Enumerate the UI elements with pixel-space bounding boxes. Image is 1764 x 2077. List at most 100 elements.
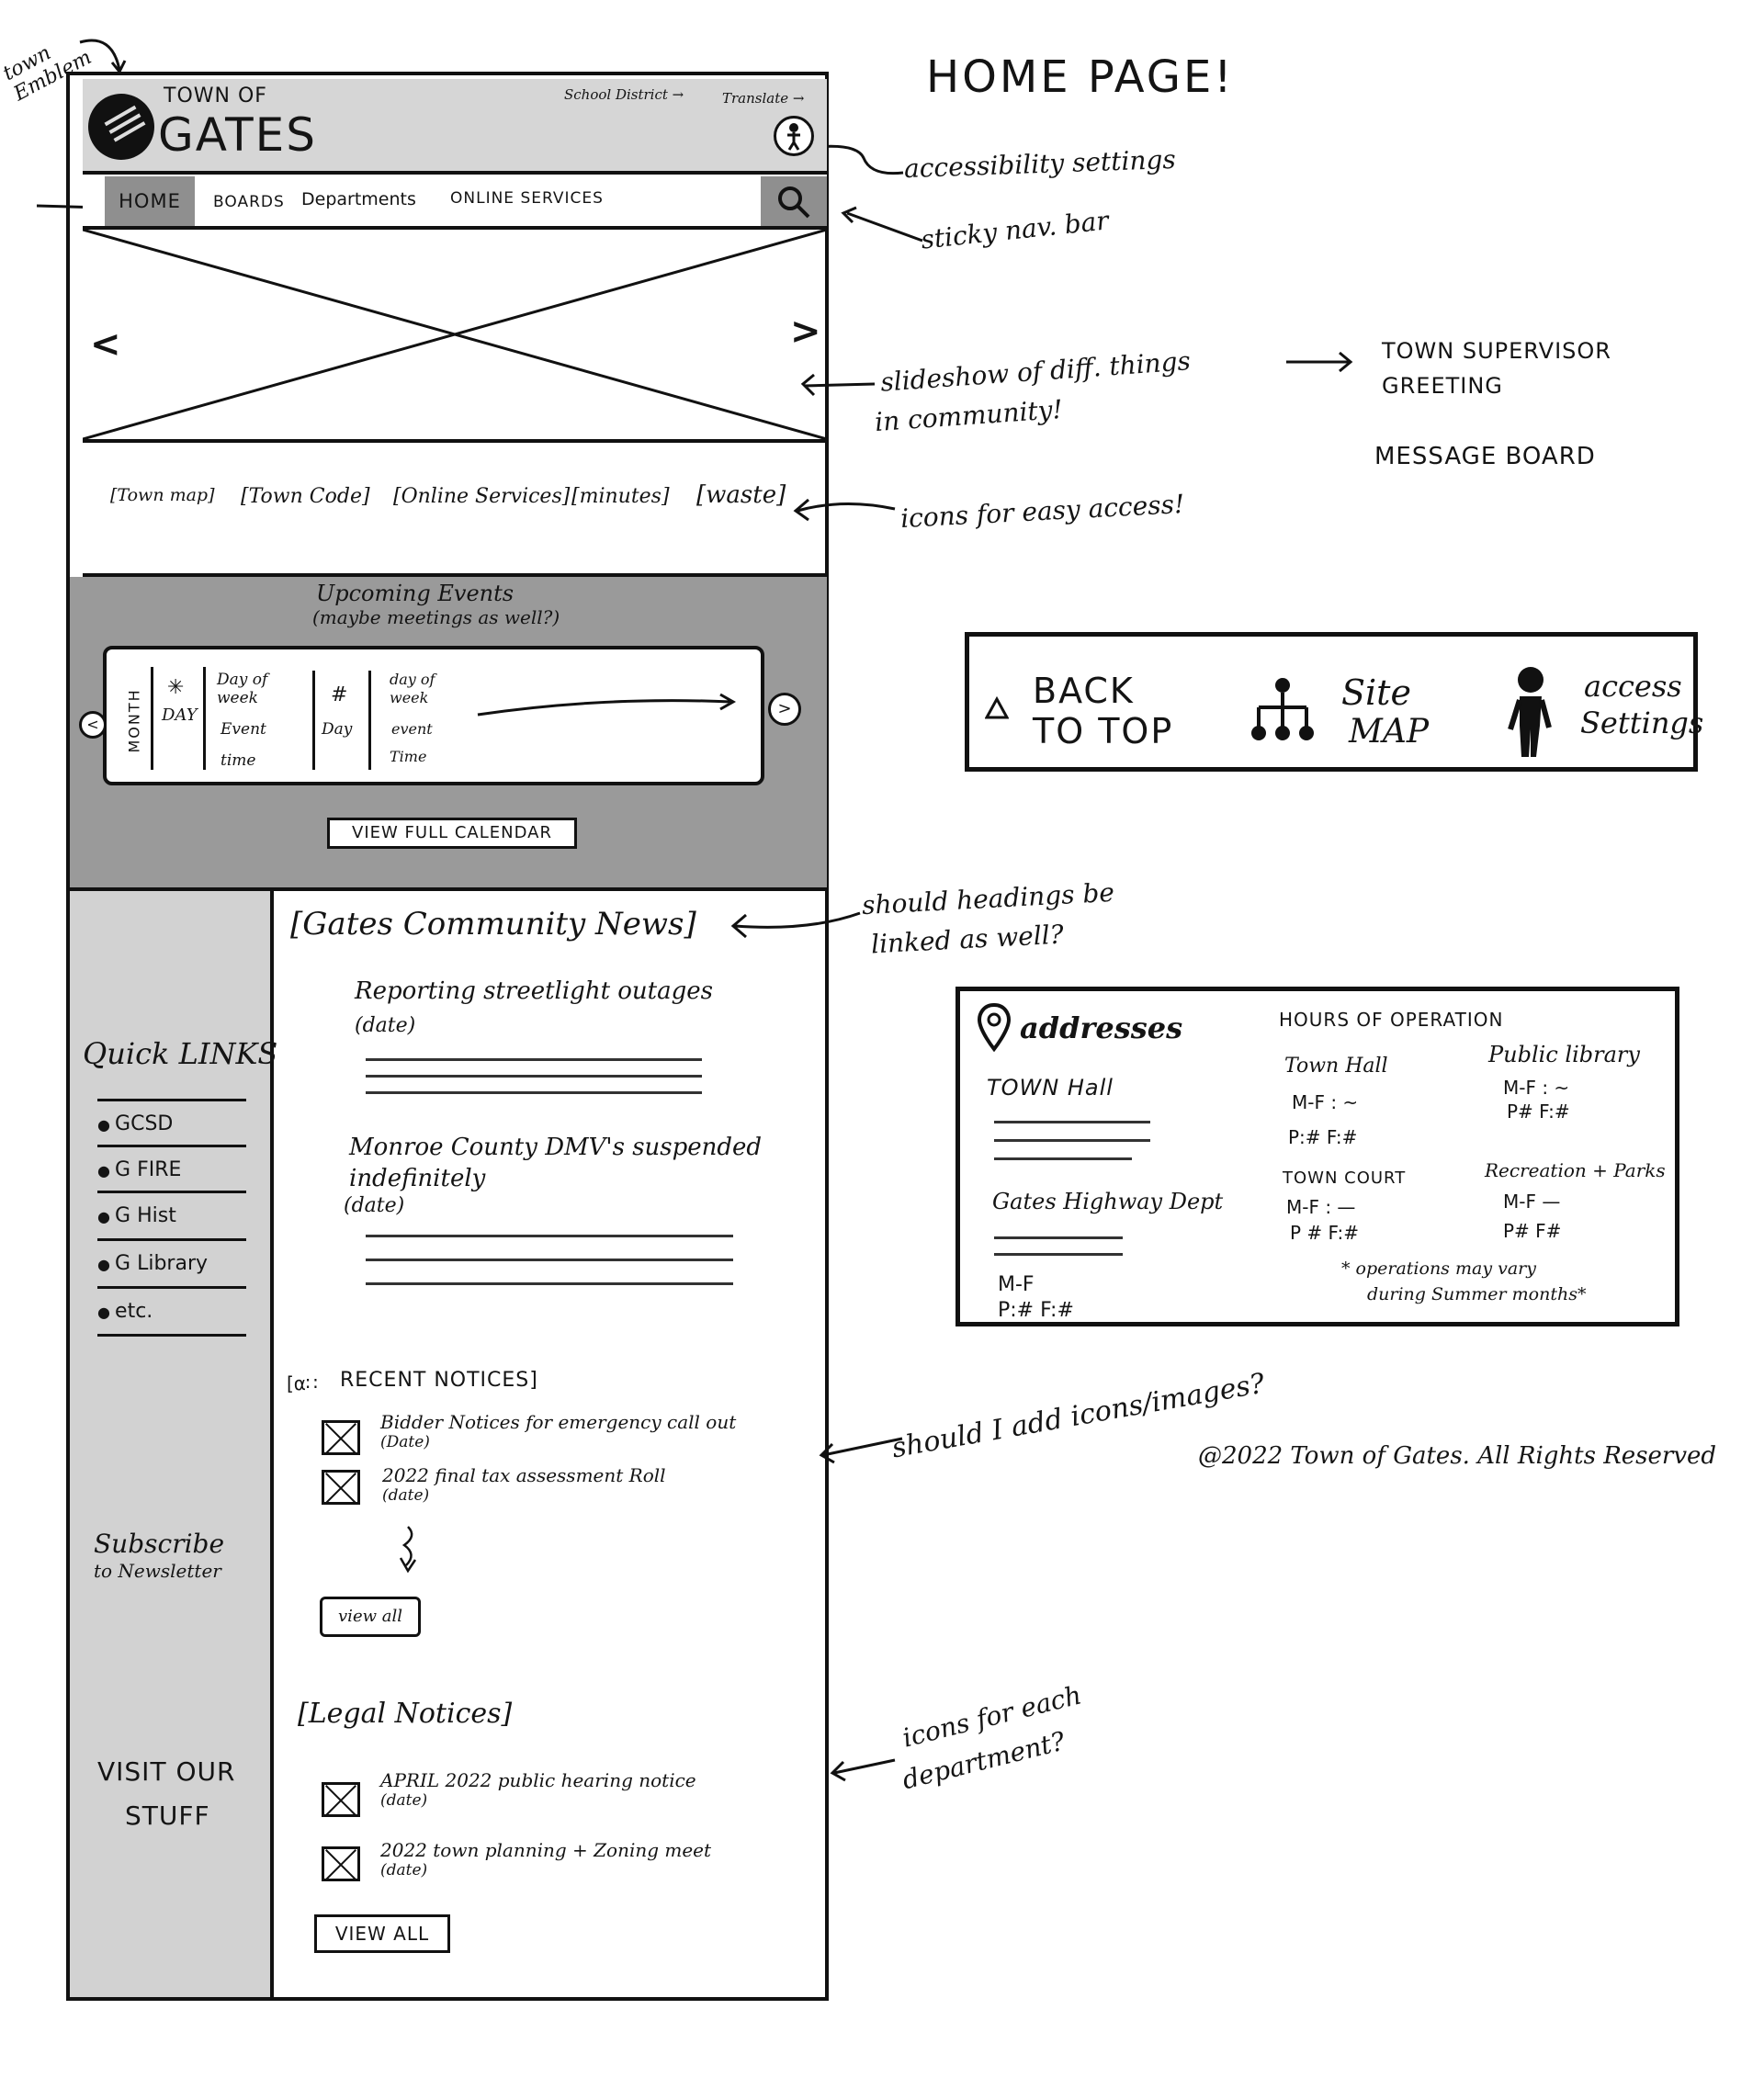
event-1-weekday: Day of week [217, 671, 268, 707]
site-map-label: MAP [1349, 713, 1430, 751]
slideshow-prev-button[interactable]: < [90, 323, 121, 366]
icon-online-services[interactable]: [Online Services] [393, 485, 571, 508]
access-settings-label: Settings [1580, 706, 1704, 740]
legal-notices-view-all[interactable]: VIEW ALL [314, 1914, 450, 1953]
town-name-title[interactable]: GATES [158, 108, 317, 162]
annotation-accessibility: accessibility settings [903, 143, 1177, 185]
news-item-1-line [366, 1091, 702, 1094]
event-1-time: time [220, 751, 256, 770]
hours-rec-parks-pf: P# F# [1503, 1220, 1562, 1242]
search-button[interactable] [761, 176, 827, 226]
addresses-title: addresses [1020, 1010, 1183, 1045]
slideshow-next-button[interactable]: > [790, 310, 821, 353]
quick-links-divider [97, 1334, 246, 1337]
events-prev-button[interactable]: < [79, 711, 107, 739]
town-emblem-icon[interactable] [88, 94, 154, 160]
hours-town-hall: Town Hall [1284, 1055, 1388, 1078]
news-item-1-title[interactable]: Reporting streetlight outages [355, 977, 713, 1005]
access-settings-label: access [1584, 669, 1682, 704]
copyright-text: @2022 Town of Gates. All Rights Reserved [1198, 1442, 1717, 1470]
legal-notices-title[interactable]: [Legal Notices] [298, 1698, 513, 1730]
recent-notice-2-date: (date) [382, 1486, 430, 1505]
recent-notice-1[interactable]: Bidder Notices for emergency call out (D… [380, 1411, 736, 1451]
subscribe-newsletter-sub[interactable]: to Newsletter [94, 1560, 221, 1582]
hours-town-court: TOWN COURT [1283, 1168, 1407, 1188]
events-month-label: MONTH [125, 688, 143, 753]
back-to-top-button[interactable]: BACK TO TOP [985, 671, 1187, 753]
hours-library: Public library [1488, 1042, 1640, 1067]
recent-notices-title[interactable]: RECENT NOTICES] [340, 1369, 538, 1392]
icon-minutes[interactable]: [minutes] [571, 485, 670, 508]
icon-town-map[interactable]: [Town map] [110, 485, 215, 505]
address-line [994, 1121, 1150, 1123]
arrow-icon [800, 373, 876, 397]
accessibility-settings-button[interactable] [774, 116, 814, 156]
nav-home[interactable]: HOME [105, 176, 195, 226]
annotation-supervisor-1: TOWN SUPERVISOR [1382, 338, 1611, 364]
notice-image-placeholder [322, 1846, 360, 1881]
view-full-calendar-button[interactable]: VIEW FULL Calendar [327, 818, 577, 849]
back-to-top-label: TO TOP [1033, 711, 1174, 751]
address-line [994, 1253, 1123, 1256]
quick-link-fire[interactable]: G FIRE [97, 1145, 246, 1181]
events-next-button[interactable]: > [768, 693, 801, 726]
icon-town-code[interactable]: [Town Code] [241, 485, 370, 508]
quick-link-library[interactable]: G Library [97, 1238, 246, 1275]
community-news-title[interactable]: [Gates Community News] [290, 906, 696, 943]
addresses-hours-box [956, 987, 1679, 1326]
address-line [994, 1157, 1132, 1160]
legal-notice-1[interactable]: APRIL 2022 public hearing notice (date) [380, 1769, 696, 1810]
recent-notices-view-all[interactable]: view all [320, 1597, 421, 1637]
events-subtitle: (maybe meetings as well?) [312, 606, 560, 628]
sitemap-icon [1251, 678, 1314, 740]
address-line [994, 1139, 1150, 1142]
highway-hours: M-F [998, 1273, 1035, 1296]
community-slideshow [83, 230, 827, 443]
news-item-2-line [366, 1259, 733, 1261]
quick-link-history[interactable]: G Hist [97, 1191, 246, 1227]
subscribe-newsletter-link[interactable]: Subscribe [94, 1529, 225, 1559]
visit-our-stuff-line2[interactable]: STUFF [125, 1800, 210, 1831]
translate-link[interactable]: Translate → [722, 90, 805, 107]
recent-notice-2[interactable]: 2022 final tax assessment Roll (date) [382, 1464, 666, 1505]
arrow-icon [730, 911, 861, 939]
access-settings-button[interactable]: access Settings [1503, 665, 1703, 764]
annotation-icons-access: icons for easy access! [899, 488, 1185, 535]
nav-departments[interactable]: Departments [301, 189, 416, 209]
event-1-date-box [151, 667, 206, 770]
school-district-link[interactable]: School District → [564, 86, 684, 103]
nav-boards[interactable]: BOARDS [213, 193, 285, 211]
event-2-day: Day [322, 720, 353, 739]
nav-online-services[interactable]: ONLINE SERVICES [450, 189, 604, 208]
town-of-label: TOWN OF [164, 85, 267, 107]
news-item-2-line [366, 1282, 733, 1285]
icon-waste[interactable]: [waste] [696, 481, 786, 509]
site-map-button[interactable]: Site MAP [1246, 671, 1448, 753]
visit-our-stuff-line1[interactable]: VISIT OUR [97, 1756, 236, 1787]
news-item-2-title[interactable]: Monroe County DMV's suspended indefinite… [349, 1134, 763, 1192]
event-2-weekday: day of week [390, 671, 435, 706]
event-1-name: Event [220, 720, 266, 739]
legal-notice-1-title: APRIL 2022 public hearing notice [380, 1769, 696, 1791]
hours-town-court-mf: M-F : — [1286, 1196, 1356, 1218]
footer-utility-bar [965, 632, 1698, 772]
address-highway-dept: Gates Highway Dept [992, 1189, 1224, 1214]
address-line [994, 1236, 1123, 1239]
news-item-2-line [366, 1235, 733, 1237]
annotation-sticky-nav: sticky nav. bar [919, 205, 1111, 255]
news-item-1-date: (date) [355, 1014, 416, 1037]
news-item-1-line [366, 1075, 702, 1078]
squiggle-down-arrow [399, 1526, 417, 1574]
annotation-slideshow-1: slideshow of diff. things [879, 345, 1192, 398]
annotation-slideshow-2: in community! [874, 393, 1064, 438]
notice-image-placeholder [322, 1470, 360, 1505]
hours-town-hall-pf: P:# F:# [1288, 1126, 1358, 1148]
hours-town-court-pf: P # F:# [1290, 1222, 1359, 1244]
legal-notice-2-date: (date) [380, 1861, 428, 1879]
legal-notice-2[interactable]: 2022 town planning + Zoning meet (date) [380, 1839, 711, 1879]
arrow-icon [1286, 351, 1353, 373]
legal-notice-1-date: (date) [380, 1791, 428, 1810]
events-title: Upcoming Events [316, 581, 514, 606]
quick-link-gcsd[interactable]: GCSD [97, 1099, 246, 1135]
quick-link-etc[interactable]: etc. [97, 1286, 246, 1323]
